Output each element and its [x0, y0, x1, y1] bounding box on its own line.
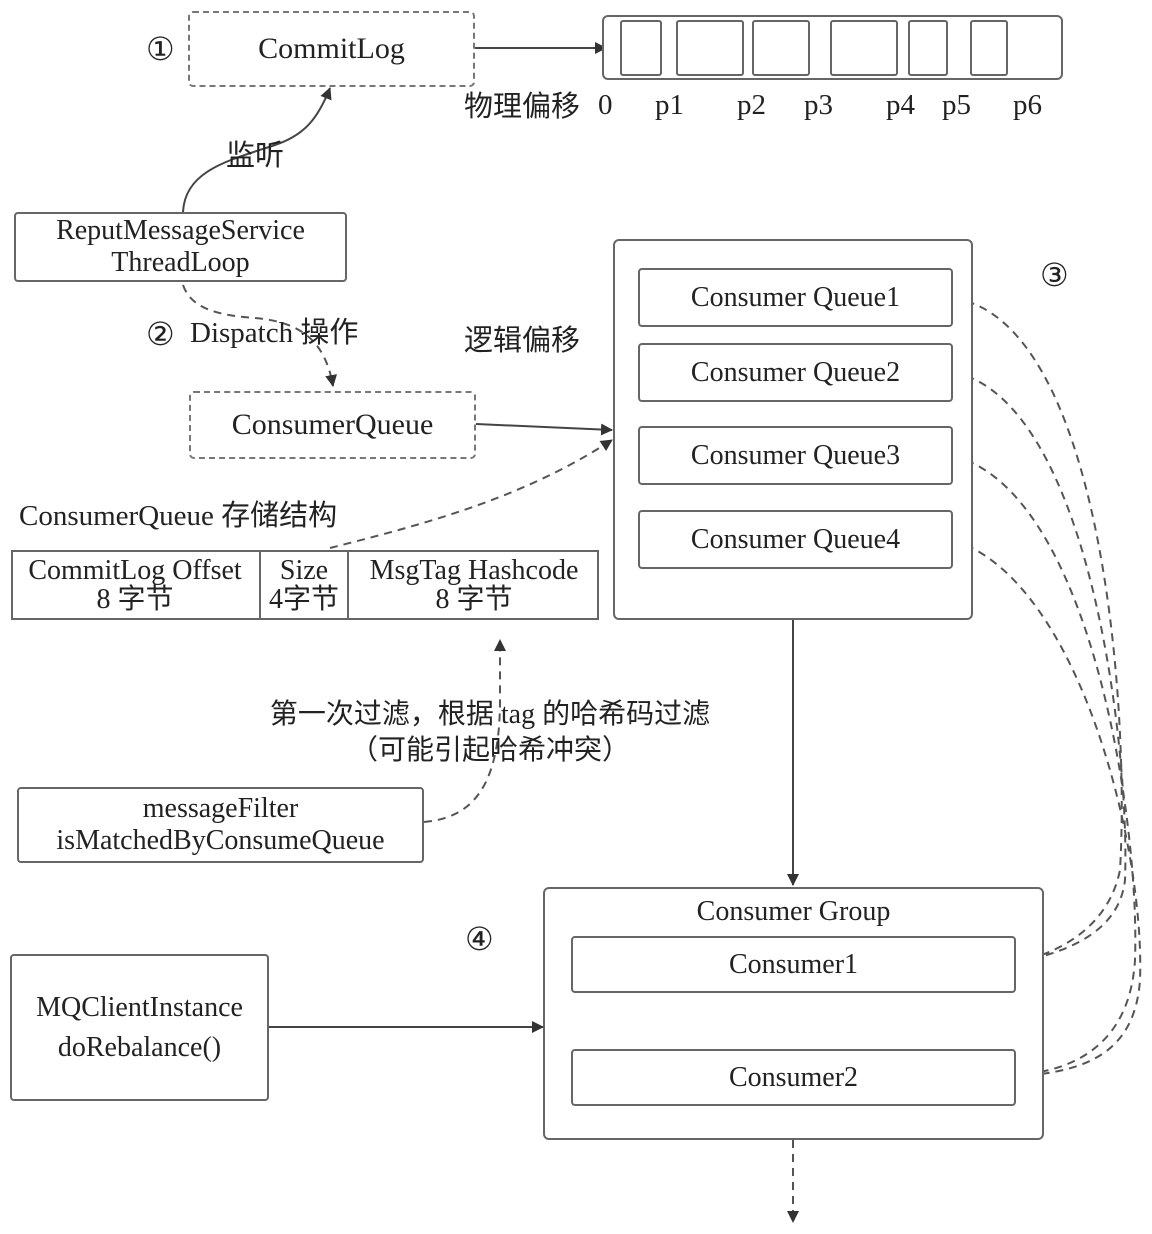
consumer-item: Consumer2: [571, 1049, 1016, 1106]
cq-field-size-col: Size 4字节: [261, 550, 349, 620]
cq-field-name: Size: [279, 555, 329, 586]
cq-structure-table: [11, 550, 599, 620]
offset-tick: 0: [598, 89, 613, 121]
marker-4: ④: [465, 921, 494, 957]
marker-2: ②: [146, 316, 175, 352]
physical-offset-label: 物理偏移: [464, 91, 581, 123]
consumer-queue-label: Consumer Queue2: [690, 356, 901, 388]
dispatch-label: Dispatch 操作: [190, 317, 359, 349]
commitlog-box: CommitLog: [188, 11, 475, 87]
mqclient-line2: doRebalance(): [57, 1031, 222, 1063]
consumerqueue-to-queues-arrow: [475, 423, 613, 436]
offset-tick: p5: [942, 89, 971, 121]
mqclient-instance-box: MQClientInstance doRebalance(): [10, 954, 269, 1101]
consumerqueue-box: ConsumerQueue: [189, 391, 476, 459]
consumer-queue-label: Consumer Queue3: [690, 439, 901, 471]
offset-tick: p2: [737, 89, 766, 121]
queue4-to-consumer2: [952, 539, 1142, 1082]
cq-field-size: 8 字节: [435, 584, 513, 615]
cq-field-commitlog-offset: CommitLog Offset 8 字节: [11, 550, 261, 620]
consumer-queue-item: Consumer Queue1: [638, 268, 953, 327]
offset-segment: [830, 20, 898, 76]
offset-segment: [752, 20, 810, 76]
offset-tick: p1: [655, 89, 684, 121]
marker-3: ③: [1040, 257, 1069, 293]
filter-to-structure-arrow: [423, 639, 506, 823]
commitlog-offset-bar: [602, 15, 1063, 80]
consumerqueue-label: ConsumerQueue: [231, 408, 434, 441]
consumer-queue-item: Consumer Queue3: [638, 426, 953, 485]
logical-offset-label: 逻辑偏移: [464, 325, 581, 357]
message-filter-box: messageFilter isMatchedByConsumeQueue: [17, 787, 424, 863]
listen-label: 监听: [226, 140, 285, 172]
queue3-to-consumer2: [952, 455, 1137, 1081]
offset-segment: [908, 20, 948, 76]
consumer-queue-label: Consumer Queue4: [690, 523, 901, 555]
cq-field-name: MsgTag Hashcode: [369, 555, 579, 586]
reput-message-service-box: ReputMessageService ThreadLoop: [14, 212, 347, 282]
message-filter-line1: messageFilter: [142, 793, 299, 824]
consumer-queue-item: Consumer Queue4: [638, 510, 953, 569]
cq-field-name: CommitLog Offset: [28, 555, 242, 586]
offset-tick: p3: [804, 89, 833, 121]
mqclient-line1: MQClientInstance: [36, 991, 243, 1023]
offset-tick: p4: [886, 89, 915, 121]
message-filter-line2: isMatchedByConsumeQueue: [56, 825, 385, 856]
offset-segment: [676, 20, 744, 76]
commitlog-label: CommitLog: [258, 32, 405, 65]
consumer-item: Consumer1: [571, 936, 1016, 993]
cq-structure-title: ConsumerQueue 存储结构: [19, 500, 338, 532]
offset-tick: p6: [1013, 89, 1042, 121]
queue1-to-consumer1: [952, 297, 1123, 966]
offset-segment: [970, 20, 1008, 76]
filter-note-line1: 第一次过滤，根据 tag 的哈希码过滤: [269, 699, 711, 730]
consumer-queue-item: Consumer Queue2: [638, 343, 953, 402]
cq-field-size: 8 字节: [96, 584, 174, 615]
listen-arrow: [182, 87, 332, 213]
dispatch-arrow: [182, 284, 338, 387]
structure-to-queues-arrow: [329, 439, 613, 549]
consumer-group-title: Consumer Group: [696, 896, 891, 927]
reput-line1: ReputMessageService: [56, 215, 305, 246]
consumer-label: Consumer1: [728, 948, 859, 980]
cq-field-size: 4字节: [268, 584, 339, 615]
consumer-label: Consumer2: [728, 1061, 859, 1093]
queue2-to-consumer1: [952, 371, 1127, 966]
marker-1: ①: [146, 31, 175, 67]
reput-line2: ThreadLoop: [111, 247, 250, 278]
consumer-queue-label: Consumer Queue1: [690, 281, 901, 313]
filter-note: 第一次过滤，根据 tag 的哈希码过滤 （可能引起哈希冲突）: [220, 695, 760, 771]
offset-segment: [620, 20, 662, 76]
cq-field-msgtag-hashcode: MsgTag Hashcode 8 字节: [349, 550, 599, 620]
filter-note-line2: （可能引起哈希冲突）: [349, 735, 630, 766]
